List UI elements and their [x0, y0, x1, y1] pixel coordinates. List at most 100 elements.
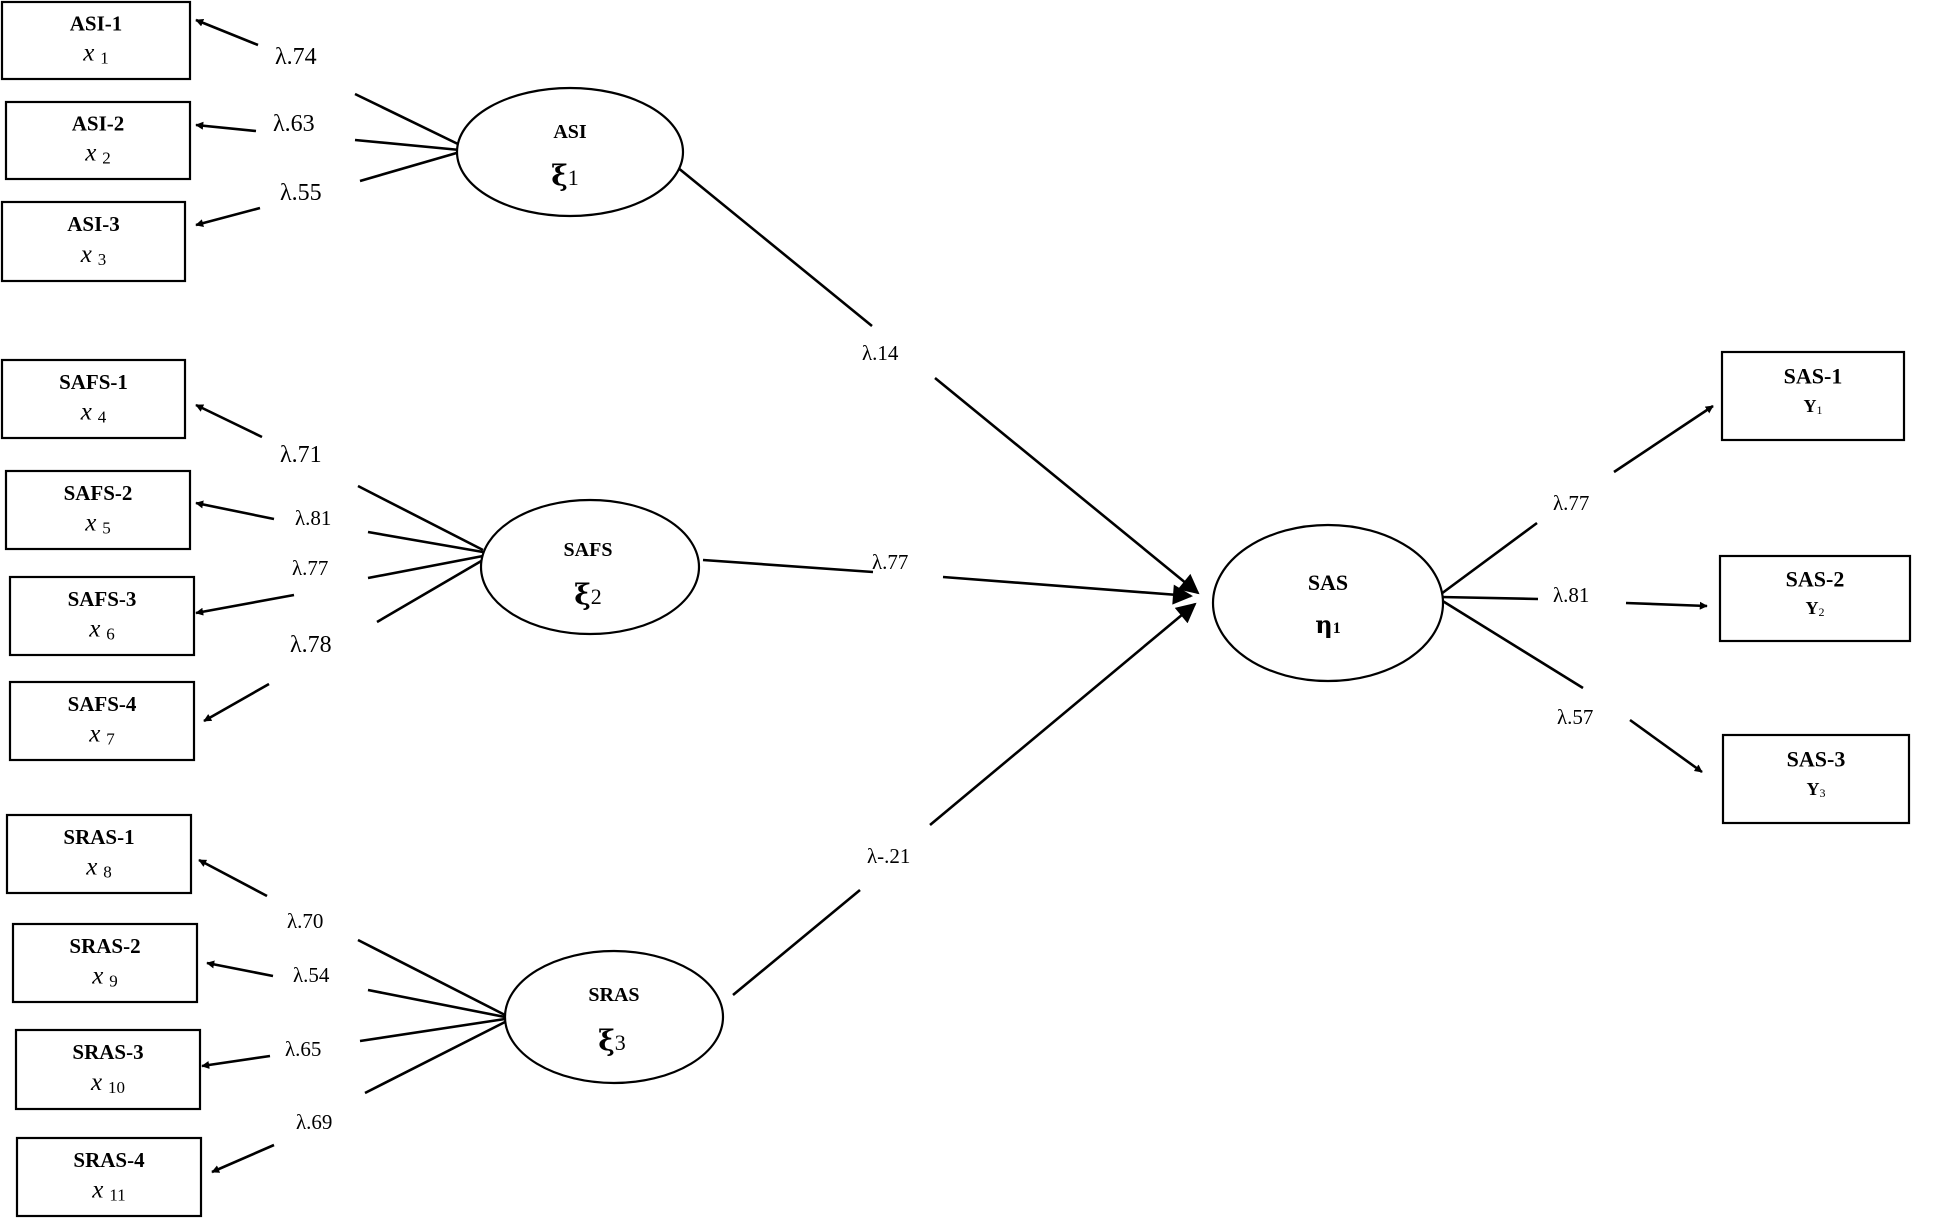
indicator-symbol: Y1	[1804, 396, 1823, 417]
fan-line	[367, 554, 484, 580]
indicator-name: SRAS-4	[73, 1148, 145, 1172]
latent-name: SAFS	[564, 539, 613, 561]
latent-sas: SAS η1	[1211, 523, 1445, 683]
fan-line	[367, 988, 506, 1019]
loading-label: λ.71	[280, 442, 322, 468]
path-line-sras-sas-a	[732, 888, 861, 997]
path-label-sras-sas: λ-.21	[867, 844, 910, 868]
fan-line	[359, 150, 461, 183]
path-line-safs-sas-a	[702, 558, 874, 574]
loading-arrow	[198, 858, 268, 898]
indicator-name: SRAS-1	[63, 825, 134, 849]
latent-safs: SAFS ξ2	[479, 498, 701, 636]
path-line-asi-sas-b	[934, 376, 1200, 595]
path-label-asi-sas: λ.14	[862, 341, 899, 365]
loading-label: λ.74	[275, 44, 317, 70]
path-line-safs-sas-b	[942, 575, 1193, 605]
indicator-name: SAS-1	[1784, 364, 1843, 389]
loading-label: λ.81	[1553, 583, 1589, 607]
latent-asi: ASI ξ1	[455, 86, 685, 218]
loading-arrow	[195, 500, 275, 521]
latent-sras: SRAS ξ3	[503, 949, 725, 1085]
loading-label: λ.77	[1553, 491, 1589, 515]
latent-name: SRAS	[588, 984, 639, 1006]
loading-label: λ.55	[280, 180, 322, 206]
indicator-name: SRAS-2	[69, 934, 140, 958]
latent-symbol: η	[1315, 610, 1332, 639]
latent-name: ASI	[553, 121, 587, 143]
fan-line	[357, 938, 506, 1017]
loading-label: λ.57	[1557, 705, 1593, 729]
fan-line	[357, 484, 484, 552]
loading-label: λ.77	[292, 556, 328, 580]
latent-subscript: 1	[568, 165, 579, 190]
fan-line	[1440, 521, 1538, 596]
fan-line	[376, 558, 484, 624]
loading-label: λ.63	[273, 111, 315, 137]
latent-symbol: ξ	[551, 159, 568, 192]
indicator-symbol: Y3	[1807, 779, 1826, 800]
indicator-symbol: Y2	[1806, 598, 1825, 619]
loading-label: λ.70	[287, 909, 323, 933]
loading-arrow	[201, 1054, 271, 1069]
indicator-name: ASI-1	[70, 11, 123, 35]
loading-arrow	[211, 1143, 275, 1174]
indicator-name: ASI-2	[72, 111, 125, 135]
loading-label: λ.78	[290, 632, 332, 658]
indicator-name: SAS-2	[1786, 567, 1845, 592]
loading-arrow	[195, 593, 295, 616]
fan-line	[364, 1020, 506, 1095]
fan-line	[354, 92, 461, 147]
latent-symbol: ξ	[574, 578, 591, 611]
loading-arrow	[1625, 601, 1708, 610]
loading-arrow	[195, 18, 259, 47]
indicator-name: ASI-3	[67, 212, 120, 236]
loading-arrow	[1613, 404, 1714, 474]
loading-arrow	[1629, 718, 1703, 774]
path-label-safs-sas: λ.77	[872, 550, 908, 574]
loading-label: λ.69	[296, 1110, 332, 1134]
svg-text:ξ1: ξ1	[551, 159, 579, 192]
indicator-name: SAFS-2	[64, 481, 133, 505]
latent-name: SAS	[1308, 570, 1348, 595]
loading-label: λ.81	[295, 506, 331, 530]
loading-arrow	[195, 206, 261, 228]
indicator-name: SAFS-3	[68, 587, 137, 611]
fan-line	[354, 138, 461, 152]
fan-line	[367, 530, 484, 554]
indicator-y-2: SAS-2Y2	[1718, 554, 1912, 643]
fan-line	[359, 1017, 506, 1043]
svg-text:ξ3: ξ3	[598, 1024, 626, 1057]
loading-arrow	[195, 121, 257, 133]
fan-line	[1440, 598, 1584, 690]
latent-symbol: ξ	[598, 1024, 615, 1057]
loading-label: λ.54	[293, 963, 330, 987]
loading-label: λ.65	[285, 1037, 321, 1061]
loading-arrow	[203, 682, 270, 723]
indicator-y-1: SAS-1Y1	[1720, 350, 1906, 442]
indicator-name: SAFS-4	[68, 692, 137, 716]
svg-text:η1: η1	[1315, 610, 1340, 639]
latent-subscript: 1	[1333, 620, 1341, 637]
path-line-sras-sas-b	[929, 602, 1197, 826]
